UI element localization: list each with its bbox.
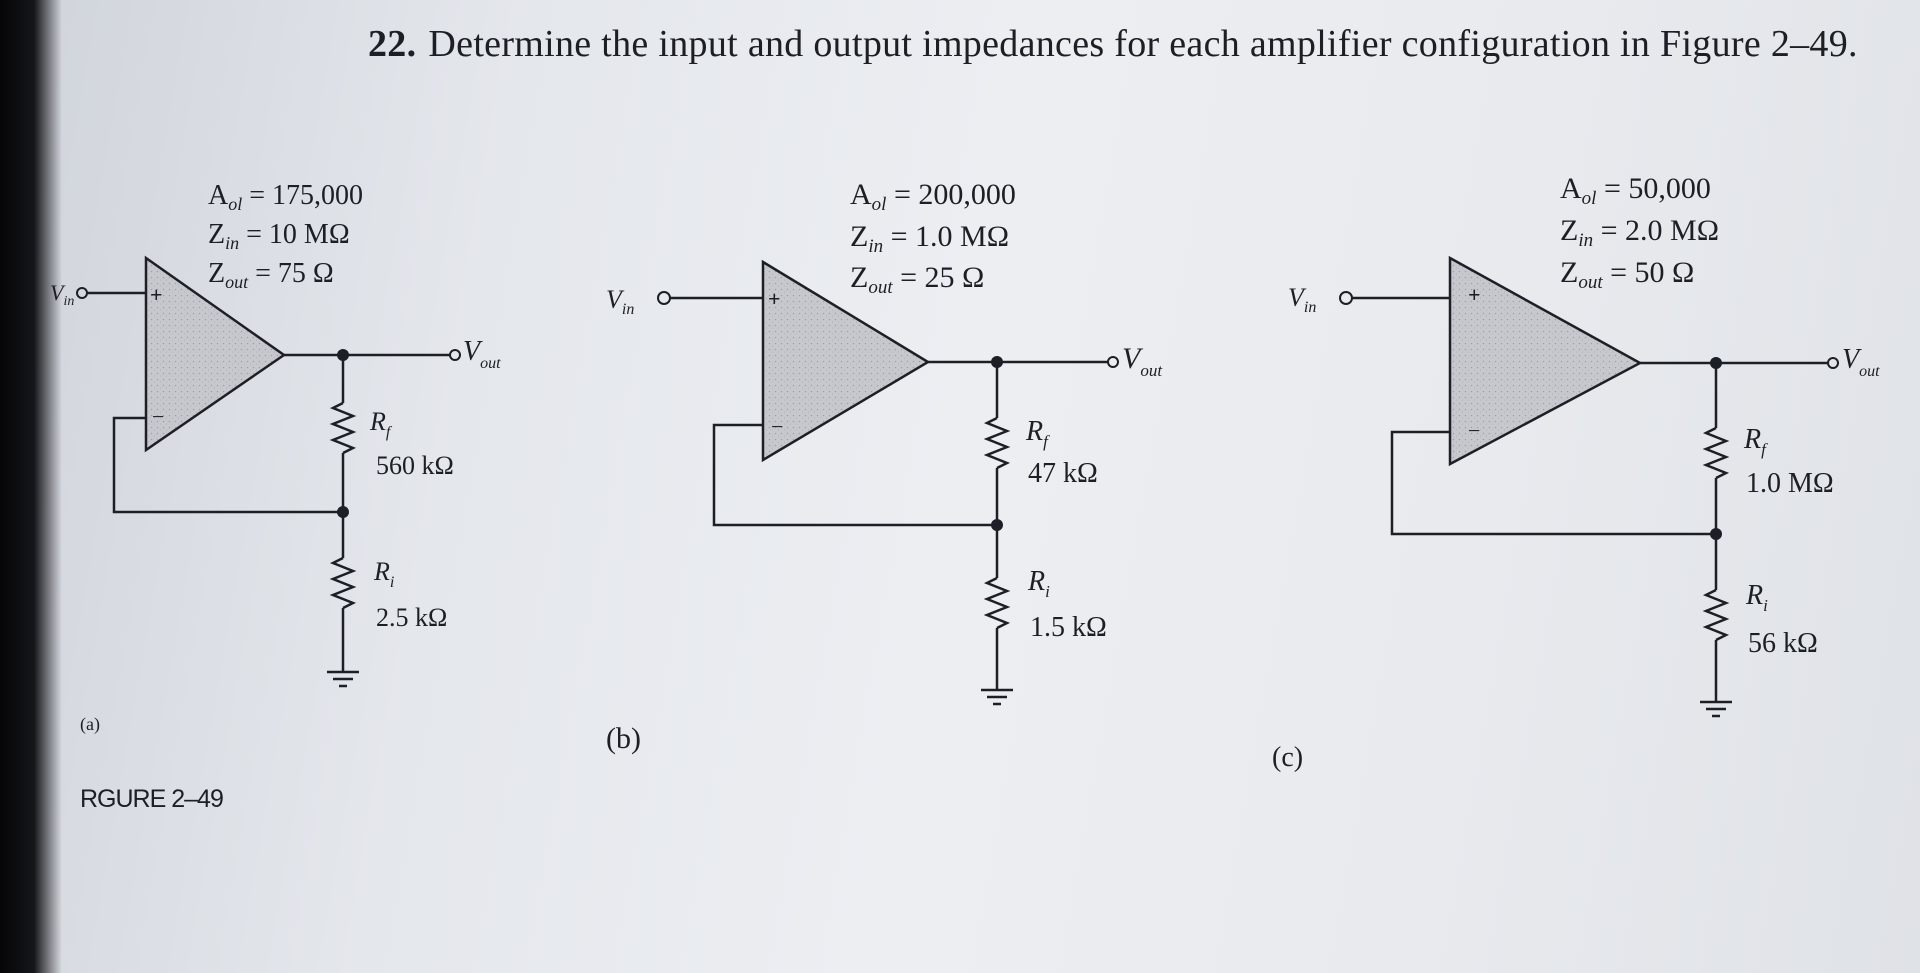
circuit-a-feedback-wire <box>112 416 343 514</box>
circuit-c-zin: Zin = 2.0 MΩ <box>1560 214 1719 251</box>
circuit-a: Aol = 175,000 Zin = 10 MΩ Zout = 75 Ω Vi… <box>50 180 501 735</box>
circuit-a-rf-name: Rf <box>369 407 393 441</box>
circuit-c-vin-label: Vin <box>1288 283 1316 316</box>
circuit-b-opamp <box>761 259 931 463</box>
circuit-a-vin-label: Vin <box>50 280 74 309</box>
circuit-b: Aol = 200,000 Zin = 1.0 MΩ Zout = 25 Ω V… <box>606 178 1163 755</box>
figure-caption: RGURE 2–49 <box>80 785 224 813</box>
circuit-a-minus-sign: − <box>152 404 164 429</box>
circuit-b-label: (b) <box>606 722 641 755</box>
circuit-b-plus-sign: + <box>768 286 781 311</box>
circuit-c-ri-resistor <box>1702 588 1730 642</box>
circuit-b-vout-terminal <box>1107 356 1119 368</box>
photo-dark-edge <box>0 0 62 973</box>
circuit-b-feedback-wire <box>712 423 997 527</box>
circuit-a-ground-icon <box>327 670 359 688</box>
question-number: 22. <box>368 23 417 65</box>
circuit-a-rf-value: 560 kΩ <box>376 451 454 480</box>
circuit-c-opamp <box>1448 255 1643 467</box>
circuit-c-zout: Zout = 50 Ω <box>1560 256 1694 293</box>
circuit-a-aol: Aol = 175,000 <box>208 180 363 214</box>
circuit-a-opamp <box>144 255 287 453</box>
circuit-b-vout-label: Vout <box>1122 342 1163 380</box>
circuit-b-ri-resistor <box>983 576 1011 630</box>
circuit-c-vout-label: Vout <box>1842 344 1880 380</box>
circuit-c-minus-sign: − <box>1468 418 1480 443</box>
circuit-b-rf-name: Rf <box>1025 416 1050 451</box>
circuit-c-ri-name: Ri <box>1745 580 1768 615</box>
circuit-a-label: (a) <box>80 714 100 735</box>
circuit-c-feedback-wire <box>1390 430 1716 536</box>
circuit-c-ri-value: 56 kΩ <box>1748 628 1818 659</box>
circuit-b-ri-value: 1.5 kΩ <box>1030 612 1107 643</box>
circuit-c-rf-name: Rf <box>1743 424 1768 459</box>
circuit-b-ground-icon <box>981 688 1013 706</box>
circuit-b-vin-label: Vin <box>606 285 634 318</box>
circuit-b-vin-terminal <box>657 291 671 305</box>
circuit-c-plus-sign: + <box>1468 282 1481 307</box>
circuit-a-feedback-node <box>337 506 349 518</box>
circuit-b-zout: Zout = 25 Ω <box>850 261 984 298</box>
circuit-b-ri-name: Ri <box>1027 566 1050 601</box>
circuit-b-aol: Aol = 200,000 <box>850 178 1016 215</box>
circuit-b-minus-sign: − <box>771 414 783 439</box>
circuit-a-zin: Zin = 10 MΩ <box>208 219 350 253</box>
question-body: Determine the input and output impedance… <box>428 23 1858 65</box>
circuit-c-ground-icon <box>1700 700 1732 718</box>
circuit-b-feedback-node <box>991 519 1003 531</box>
circuit-c-label: (c) <box>1272 742 1303 773</box>
circuit-a-ri-name: Ri <box>373 557 394 591</box>
circuit-a-ri-value: 2.5 kΩ <box>376 603 447 632</box>
circuit-b-rf-value: 47 kΩ <box>1028 458 1098 489</box>
circuit-c-aol: Aol = 50,000 <box>1560 172 1711 209</box>
circuit-a-vout-terminal <box>449 349 461 361</box>
question-text: 22. Determine the input and output impeda… <box>368 22 1858 66</box>
circuit-a-vin-terminal <box>76 287 88 299</box>
circuit-a-plus-sign: + <box>150 282 163 307</box>
circuit-a-ri-resistor <box>329 556 357 610</box>
circuit-c-feedback-node <box>1710 528 1722 540</box>
circuit-c: Aol = 50,000 Zin = 2.0 MΩ Zout = 50 Ω Vi… <box>1272 172 1880 773</box>
circuit-b-zin: Zin = 1.0 MΩ <box>850 220 1009 257</box>
circuit-a-rf-resistor <box>329 401 357 455</box>
circuit-c-rf-resistor <box>1702 426 1730 480</box>
circuit-b-rf-resistor <box>983 416 1011 470</box>
circuit-c-vout-terminal <box>1827 357 1839 369</box>
circuit-c-rf-value: 1.0 MΩ <box>1746 468 1834 499</box>
circuit-c-vin-terminal <box>1339 291 1353 305</box>
circuit-a-zout: Zout = 75 Ω <box>208 258 334 292</box>
circuit-a-vout-label: Vout <box>463 336 501 372</box>
